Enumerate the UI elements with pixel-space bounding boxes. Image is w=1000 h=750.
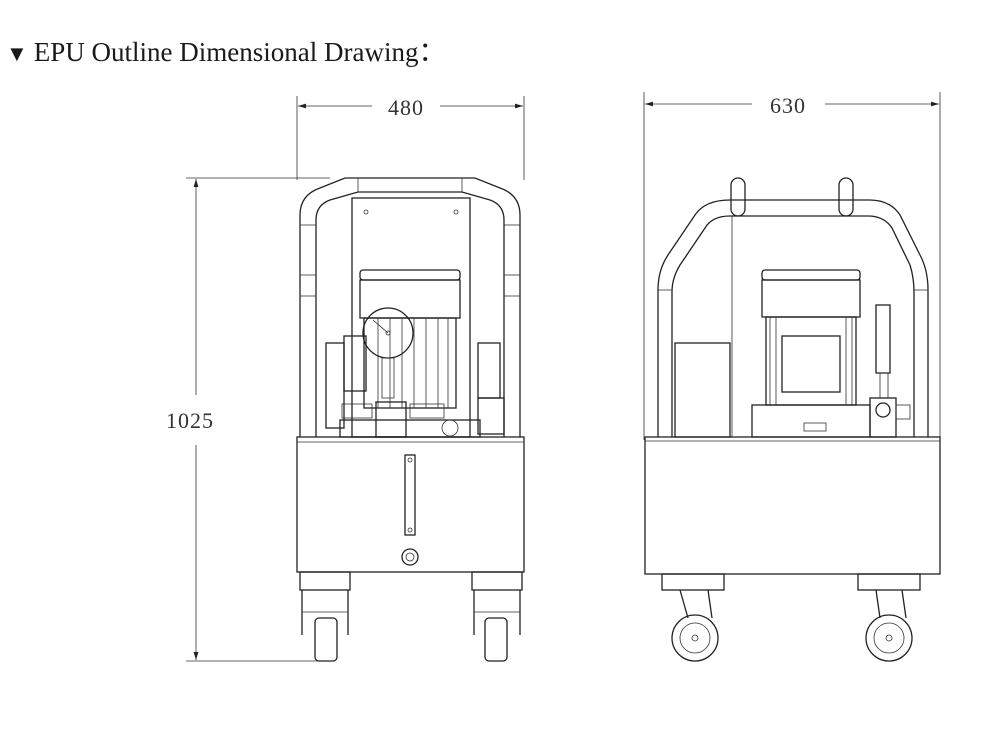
side-width-label: 630: [770, 93, 806, 118]
front-view: [296, 177, 525, 662]
front-width-label: 480: [388, 95, 424, 120]
front-width-dimension: 480: [296, 95, 525, 180]
triangle-marker-icon: ▼: [6, 41, 28, 66]
height-dimension: 1025: [166, 177, 330, 662]
side-width-dimension: 630: [643, 92, 941, 440]
title-text: EPU Outline Dimensional Drawing：: [33, 37, 446, 67]
drawing-title: ▼EPU Outline Dimensional Drawing：: [6, 30, 445, 69]
side-view: [644, 177, 941, 662]
height-label: 1025: [166, 408, 214, 433]
